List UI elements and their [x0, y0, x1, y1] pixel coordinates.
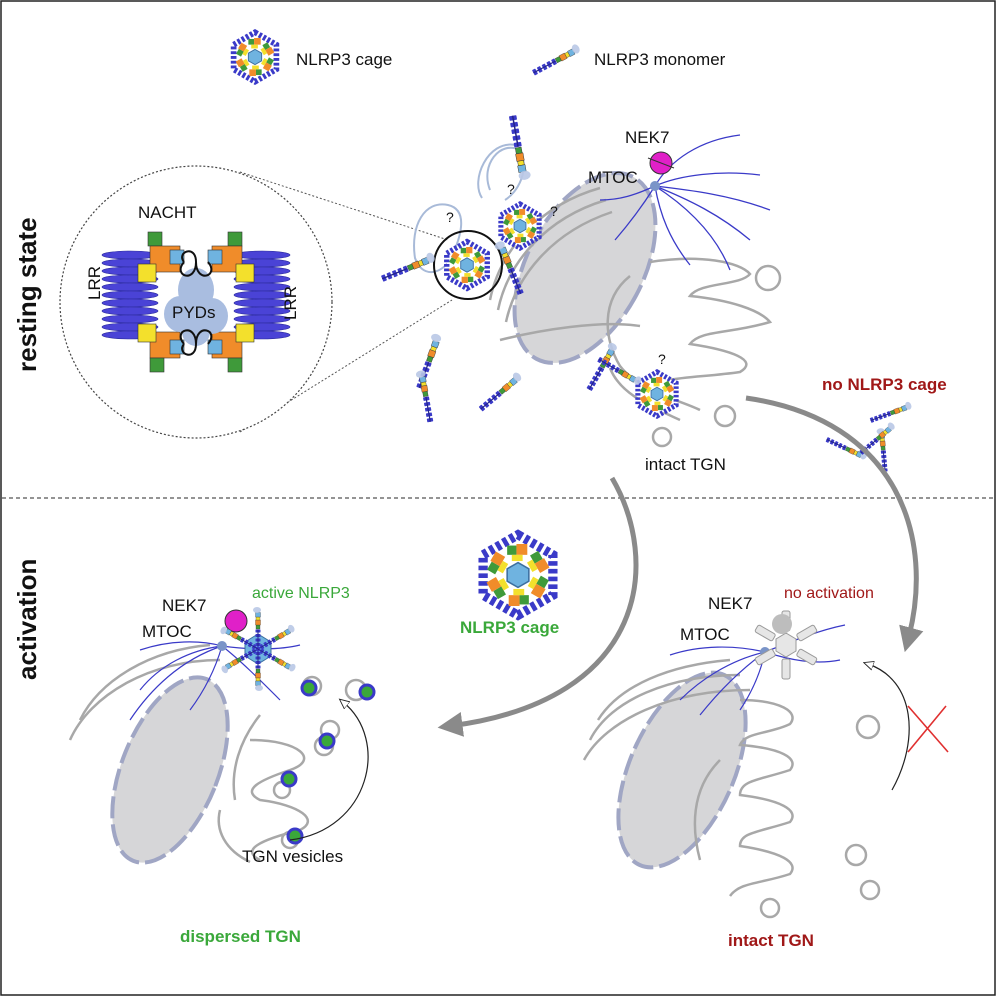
- inset-pyds-label: PYDs: [172, 303, 215, 322]
- center-cage-label: NLRP3 cage: [460, 618, 559, 637]
- inset-lrr-right-label: LRR: [281, 286, 300, 320]
- nacht-domains: [137, 231, 255, 373]
- right-no-activation-label: no activation: [784, 585, 874, 602]
- resting-cage-tgn: [638, 372, 676, 416]
- q1: ?: [446, 209, 454, 225]
- section-activation-label: activation: [12, 559, 42, 680]
- right-activation-cell: NEK7 MTOC no activation intact TGN: [582, 585, 949, 950]
- left-vesicle-arrow: [289, 702, 369, 841]
- pyd-domains: [164, 268, 228, 346]
- legend: NLRP3 cage NLRP3 monomer: [234, 32, 726, 81]
- left-dispersed-label: dispersed TGN: [180, 927, 301, 946]
- left-mtoc-label: MTOC: [142, 622, 192, 641]
- left-vesicles-label: TGN vesicles: [242, 847, 343, 866]
- left-nek7-dot: [224, 609, 248, 633]
- left-nucleus: [110, 675, 230, 865]
- left-activation-cell: NEK7 MTOC active NLRP3 TGN vesicles disp…: [68, 585, 376, 946]
- section-resting-label: resting state: [12, 217, 42, 372]
- resting-mtoc-label: MTOC: [588, 168, 638, 187]
- resting-microtubules: [599, 134, 771, 271]
- no-cage-monomers: [825, 401, 912, 472]
- no-cage-label: no NLRP3 cage: [822, 375, 947, 394]
- resting-cage-top: [501, 204, 539, 248]
- right-tgn: [582, 658, 881, 919]
- q3: ?: [550, 203, 558, 219]
- center-cage-icon: [483, 535, 553, 616]
- inset-lrr-left-label: LRR: [85, 266, 104, 300]
- right-nek7-label: NEK7: [708, 594, 752, 613]
- legend-monomer-icon: [531, 43, 582, 76]
- resting-mtoc-dot: [650, 181, 660, 191]
- resting-cell: NEK7 MTOC ? ? ? ? intact TGN: [380, 114, 782, 474]
- resting-nucleus: [512, 171, 658, 365]
- legend-monomer-label: NLRP3 monomer: [594, 50, 726, 69]
- right-intact-label: intact TGN: [728, 931, 814, 950]
- resting-intact-tgn-label: intact TGN: [645, 455, 726, 474]
- legend-cage-icon: [234, 32, 277, 81]
- legend-cage-label: NLRP3 cage: [296, 50, 392, 69]
- inset: NACHT LRR LRR: [59, 165, 453, 439]
- right-mtoc-label: MTOC: [680, 625, 730, 644]
- left-active-label: active NLRP3: [252, 585, 350, 602]
- q4: ?: [658, 351, 666, 367]
- resting-nek7-label: NEK7: [625, 128, 669, 147]
- left-nek7-label: NEK7: [162, 596, 206, 615]
- left-tgn-vesicles: [280, 679, 376, 845]
- active-nlrp3: [219, 607, 297, 691]
- arrow-cage: [437, 476, 639, 737]
- arrow-no-cage: [745, 395, 924, 653]
- right-nek7-dot: [772, 614, 792, 634]
- right-nucleus: [616, 670, 748, 870]
- right-blocked-arrow: [868, 664, 910, 791]
- blocked-cross: [907, 705, 949, 753]
- resting-cage-inset: [447, 242, 488, 289]
- inset-nacht-label: NACHT: [138, 203, 197, 222]
- q2: ?: [507, 181, 515, 197]
